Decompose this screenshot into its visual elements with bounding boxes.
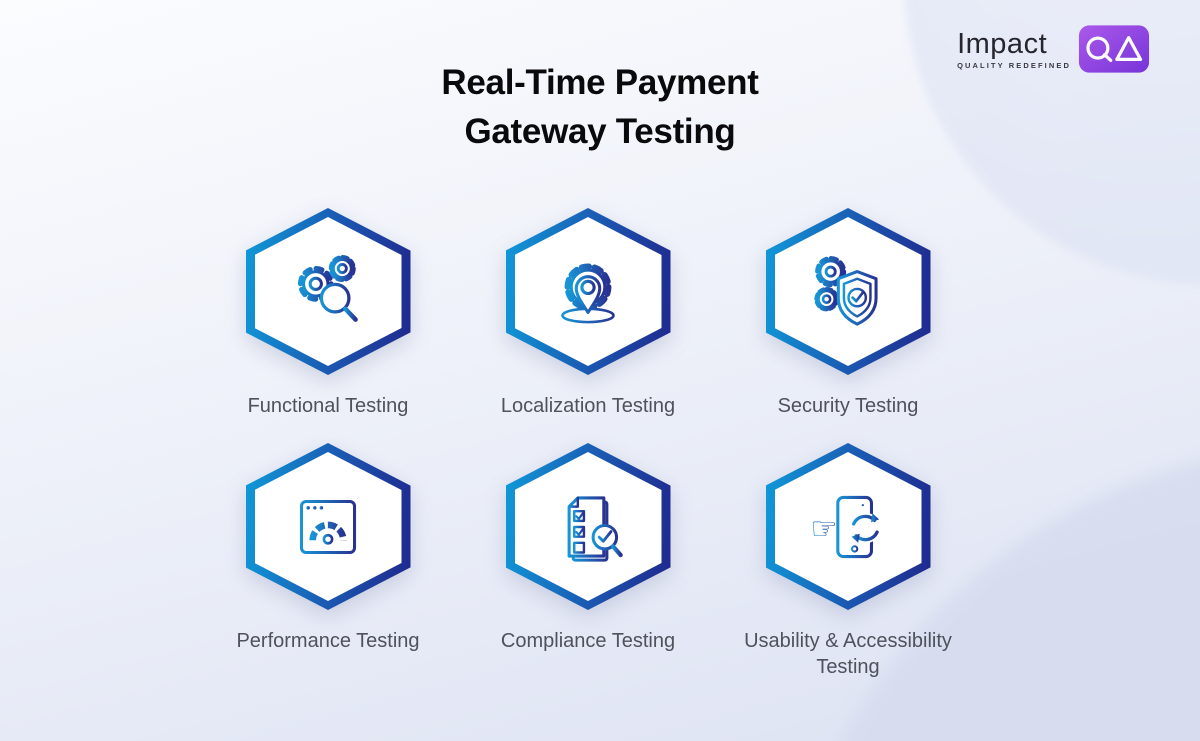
card-label: Security Testing — [777, 395, 919, 417]
card-security-testing: Security Testing — [718, 208, 978, 419]
gear-location-pin-icon — [561, 262, 615, 323]
qa-badge-icon — [1078, 25, 1150, 73]
card-label: Functional Testing — [247, 395, 409, 417]
gears-shield-check-icon — [814, 255, 878, 326]
gears-magnifier-icon — [297, 254, 358, 322]
impactqa-logo: Impact QUALITY REDEFINED — [957, 24, 1150, 74]
hexagon-border — [765, 208, 931, 375]
hexagon-inner — [514, 217, 662, 366]
svg-text:☞: ☞ — [810, 512, 837, 547]
card-label: Compliance Testing — [500, 630, 676, 652]
card-performance-testing: Performance Testing — [198, 443, 458, 654]
card-usability-accessibility-testing: ☞ Usability & Accessibility Testing — [718, 443, 978, 680]
card-compliance-testing: Compliance Testing — [458, 443, 718, 654]
browser-speedometer-icon — [299, 499, 357, 554]
logo-text: Impact — [957, 27, 1048, 60]
hexagon-inner: ☞ — [774, 452, 922, 601]
hexagon-inner — [774, 217, 922, 366]
phone-hand-sync-icon: ☞ — [810, 495, 881, 558]
hexagon-border: ☞ — [765, 443, 931, 610]
logo-tagline: QUALITY REDEFINED — [957, 60, 1071, 70]
page-title: Real-Time Payment Gateway Testing — [0, 58, 1200, 156]
card-label: Localization Testing — [500, 395, 676, 417]
card-functional-testing: Functional Testing — [198, 208, 458, 419]
checklist-magnifier-icon — [567, 495, 623, 562]
logo-wordmark: Impact QUALITY REDEFINED — [957, 29, 1071, 70]
hexagon-border — [505, 443, 671, 610]
hexagon-inner — [254, 452, 402, 601]
hexagon-inner — [514, 452, 662, 601]
hexagon-border — [245, 208, 411, 375]
card-label: Performance Testing — [236, 630, 420, 652]
title-line-2: Gateway Testing — [464, 112, 736, 151]
card-label: Usability & Accessibility Testing — [744, 630, 952, 678]
hexagon-inner — [254, 217, 402, 366]
hexagon-border — [505, 208, 671, 375]
title-line-1: Real-Time Payment — [441, 63, 759, 102]
hexagon-border — [245, 443, 411, 610]
card-localization-testing: Localization Testing — [458, 208, 718, 419]
